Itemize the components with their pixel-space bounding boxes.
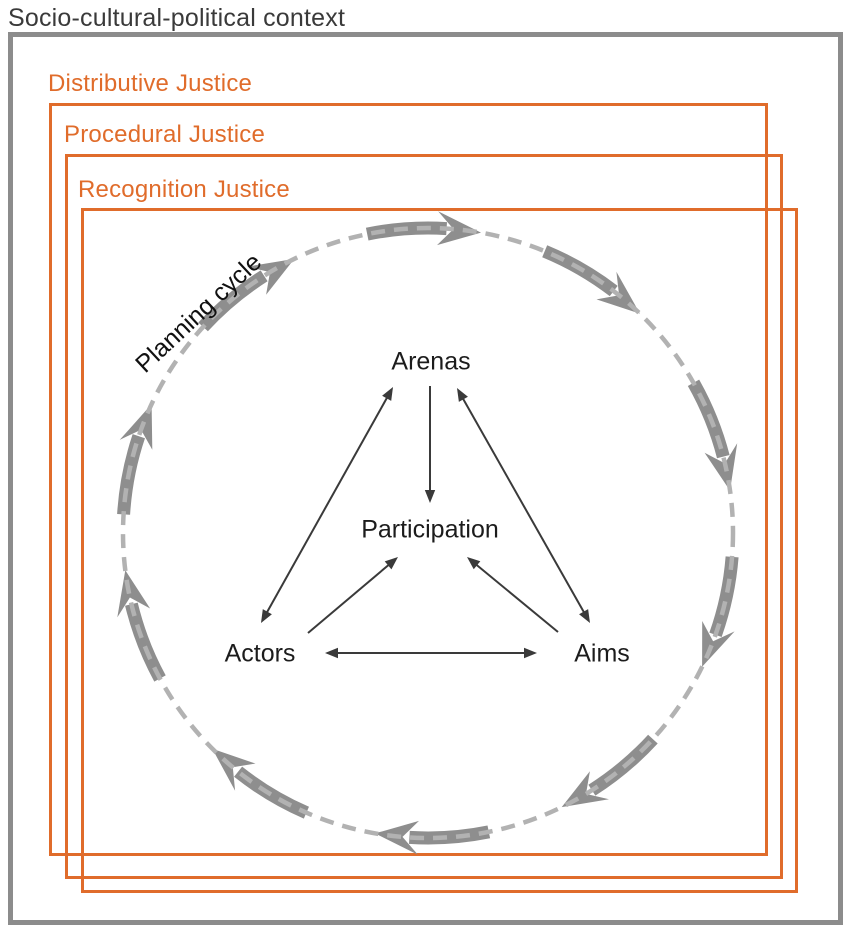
- arrow-actors-aims: [325, 647, 537, 659]
- cycle-arrow-5: [561, 734, 658, 808]
- arrow-aims-participation: [467, 557, 559, 633]
- arrow-aims-arenas: [457, 388, 590, 623]
- page-title: Socio-cultural-political context: [8, 4, 346, 32]
- procedural-justice-label: Procedural Justice: [64, 121, 266, 148]
- recognition-justice-box: [81, 208, 798, 893]
- arrow-arenas-participation: [424, 386, 436, 503]
- planning-cycle-ring: [120, 225, 736, 841]
- arrow-actors-arenas: [261, 387, 393, 623]
- node-participation: Participation: [361, 515, 499, 544]
- cycle-arrow-4: [702, 556, 739, 667]
- procedural-justice-box: [65, 154, 783, 879]
- node-actors: Actors: [224, 639, 296, 668]
- node-aims: Aims: [574, 639, 630, 668]
- distributive-justice-box: [49, 103, 768, 856]
- arrow-actors-participation: [307, 557, 398, 634]
- node-arenas: Arenas: [391, 347, 471, 376]
- cycle-arrow-7: [212, 748, 310, 819]
- distributive-justice-label: Distributive Justice: [48, 70, 253, 97]
- recognition-justice-label: Recognition Justice: [78, 176, 290, 203]
- socio-cultural-political-context-frame: [8, 32, 843, 925]
- cycle-arrow-2: [542, 245, 640, 314]
